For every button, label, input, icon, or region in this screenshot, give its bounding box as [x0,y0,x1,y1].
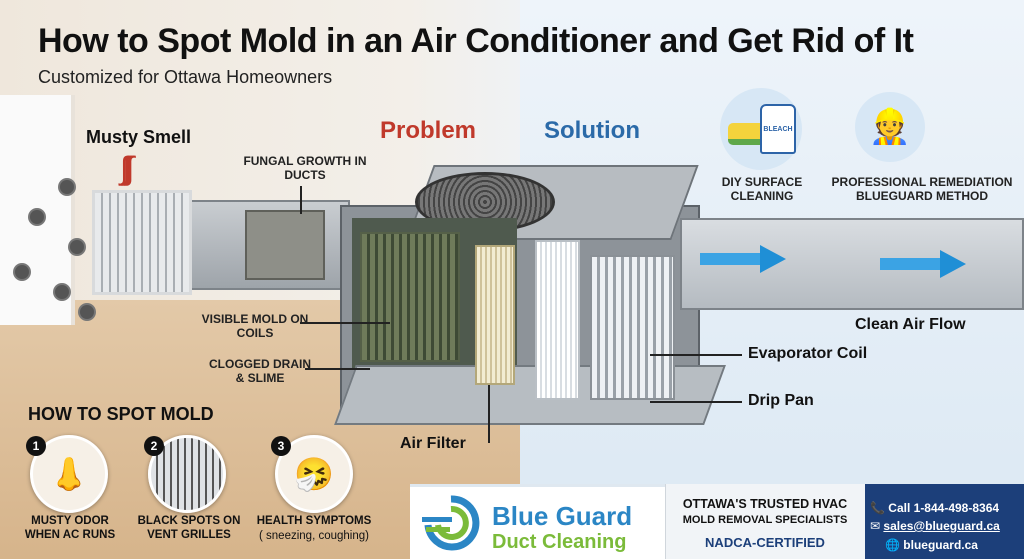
drip-pan-label: Drip Pan [748,392,814,409]
email-icon: ✉ [870,519,881,533]
vent-grille [92,190,192,295]
moldy-coil [360,232,460,362]
spot-label-3: HEALTH SYMPTOMS [256,515,372,527]
spot-label-2: BLACK SPOTS ON VENT GRILLES [137,515,241,541]
brand-name: Blue Guard [492,501,633,531]
phone-link[interactable]: Call 1-844-498-8364 [888,501,1000,515]
clean-filter [535,240,580,400]
how-to-spot-heading: HOW TO SPOT MOLD [28,404,214,424]
airflow-arrow-icon [880,250,966,278]
evaporator-coil [590,255,675,400]
problem-heading: Problem [380,117,477,144]
email-row[interactable]: ✉ sales@blueguard.ca [870,519,1000,533]
web-row[interactable]: 🌐 blueguard.ca [885,538,978,552]
step-number: 1 [26,436,46,456]
leader-line [305,368,370,370]
page-subtitle: Customized for Ottawa Homeowners [38,67,333,87]
clogged-drain-label: CLOGGED DRAIN & SLIME [209,357,311,385]
spot-sublabel-3: ( sneezing, coughing) [259,530,369,542]
diy-cleaning-illustration: BLEACH [720,88,802,170]
spot-label-1: MUSTY ODOR WHEN AC RUNS [24,515,116,541]
evaporator-coil-label: Evaporator Coil [748,345,868,362]
tagline-1: OTTAWA'S TRUSTED HVAC [682,497,848,511]
brand-subname: Duct Cleaning [492,531,627,553]
sponge-icon [728,123,766,145]
airflow-arrow-icon [700,245,786,273]
mold-spores [0,170,95,320]
clean-air-flow-label: Clean Air Flow [855,316,966,333]
phone-row[interactable]: 📞 Call 1-844-498-8364 [870,501,999,515]
air-filter-label: Air Filter [400,435,466,452]
fungal-growth-patch [245,210,325,280]
leader-line [488,385,490,443]
web-link[interactable]: blueguard.ca [903,538,978,552]
step-number: 3 [271,436,291,456]
tagline-2: MOLD REMOVAL SPECIALISTS [682,514,848,526]
page-title: How to Spot Mold in an Air Conditioner a… [38,22,914,60]
air-filter [475,245,515,385]
blue-guard-logo [420,495,482,551]
leader-line [650,401,742,403]
technician-icon: 👷 [855,92,925,162]
smell-waves-icon: ∫∫∫ [120,150,135,186]
leader-line [650,354,742,356]
professional-remediation-label: PROFESSIONAL REMEDIATION BLUEGUARD METHO… [831,175,1013,203]
sneezing-person-icon: 🤧 [275,435,353,513]
step-number: 2 [144,436,164,456]
bleach-bottle-icon: BLEACH [760,104,796,154]
phone-icon: 📞 [870,501,885,515]
globe-icon: 🌐 [885,538,900,552]
nose-icon: 👃 [30,435,108,513]
diy-cleaning-label: DIY SURFACE CLEANING [721,175,803,203]
fungal-growth-label: FUNGAL GROWTH IN DUCTS [243,154,367,182]
contact-panel [865,484,1024,559]
musty-smell-label: Musty Smell [86,127,192,147]
tagline-panel [665,484,865,559]
visible-mold-label: VISIBLE MOLD ON COILS [201,312,309,340]
email-link[interactable]: sales@blueguard.ca [883,519,1000,533]
leader-line [300,322,390,324]
nadca-cert: NADCA-CERTIFIED [705,535,825,550]
solution-heading: Solution [544,117,640,144]
leader-line [300,186,302,214]
